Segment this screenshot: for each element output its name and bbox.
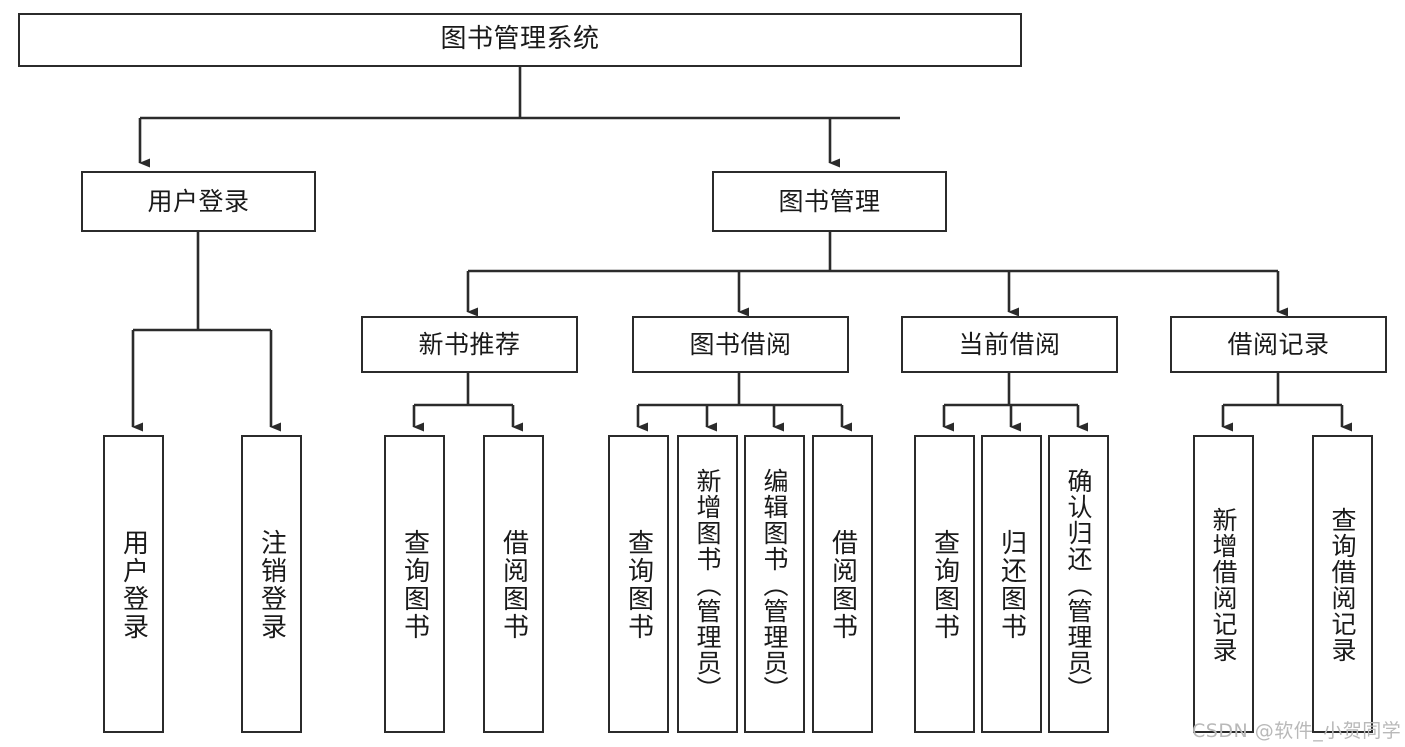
node-user-login[interactable]: 用户登录 bbox=[81, 171, 316, 232]
node-label: 查询图书 bbox=[399, 529, 430, 641]
node-current-borrow[interactable]: 当前借阅 bbox=[901, 316, 1118, 373]
node-leaf-query-book-3[interactable]: 查询图书 bbox=[914, 435, 975, 733]
node-label: 注销登录 bbox=[256, 529, 287, 641]
node-label: 查询借阅记录 bbox=[1328, 507, 1357, 663]
node-leaf-edit-book[interactable]: 编辑图书（管理员） bbox=[744, 435, 805, 733]
node-leaf-query-book-1[interactable]: 查询图书 bbox=[384, 435, 445, 733]
node-leaf-return-book[interactable]: 归还图书 bbox=[981, 435, 1042, 733]
node-label: 用户登录 bbox=[118, 529, 149, 641]
node-leaf-borrow-book-2[interactable]: 借阅图书 bbox=[812, 435, 873, 733]
node-root-book-management-system[interactable]: 图书管理系统 bbox=[18, 13, 1022, 67]
node-label: 归还图书 bbox=[996, 529, 1027, 641]
node-label: 查询图书 bbox=[623, 529, 654, 641]
node-label: 用户登录 bbox=[147, 186, 250, 216]
node-leaf-logout[interactable]: 注销登录 bbox=[241, 435, 302, 733]
node-label: 借阅图书 bbox=[498, 529, 529, 641]
node-leaf-add-book[interactable]: 新增图书（管理员） bbox=[677, 435, 738, 733]
node-leaf-query-book-2[interactable]: 查询图书 bbox=[608, 435, 669, 733]
node-new-book-recommend[interactable]: 新书推荐 bbox=[361, 316, 578, 373]
node-label: 新增图书（管理员） bbox=[693, 468, 722, 702]
node-label: 新书推荐 bbox=[418, 329, 521, 359]
node-label: 借阅记录 bbox=[1227, 329, 1330, 359]
node-leaf-query-borrow-record[interactable]: 查询借阅记录 bbox=[1312, 435, 1373, 733]
node-leaf-borrow-book-1[interactable]: 借阅图书 bbox=[483, 435, 544, 733]
node-label: 借阅图书 bbox=[827, 529, 858, 641]
node-label: 确认归还（管理员） bbox=[1064, 468, 1093, 702]
node-label: 新增借阅记录 bbox=[1209, 507, 1238, 663]
node-label: 查询图书 bbox=[929, 529, 960, 641]
node-leaf-user-login[interactable]: 用户登录 bbox=[103, 435, 164, 733]
node-label: 图书管理系统 bbox=[440, 24, 600, 55]
node-borrow-record[interactable]: 借阅记录 bbox=[1170, 316, 1387, 373]
node-leaf-confirm-return[interactable]: 确认归还（管理员） bbox=[1048, 435, 1109, 733]
node-label: 当前借阅 bbox=[958, 329, 1061, 359]
node-label: 图书借阅 bbox=[689, 329, 792, 359]
node-book-management[interactable]: 图书管理 bbox=[712, 171, 947, 232]
csdn-watermark: CSDN @软件_小贺同学 bbox=[1192, 720, 1402, 742]
node-label: 图书管理 bbox=[778, 186, 881, 216]
node-label: 编辑图书（管理员） bbox=[760, 468, 789, 702]
node-leaf-add-borrow-record[interactable]: 新增借阅记录 bbox=[1193, 435, 1254, 733]
node-book-borrow[interactable]: 图书借阅 bbox=[632, 316, 849, 373]
